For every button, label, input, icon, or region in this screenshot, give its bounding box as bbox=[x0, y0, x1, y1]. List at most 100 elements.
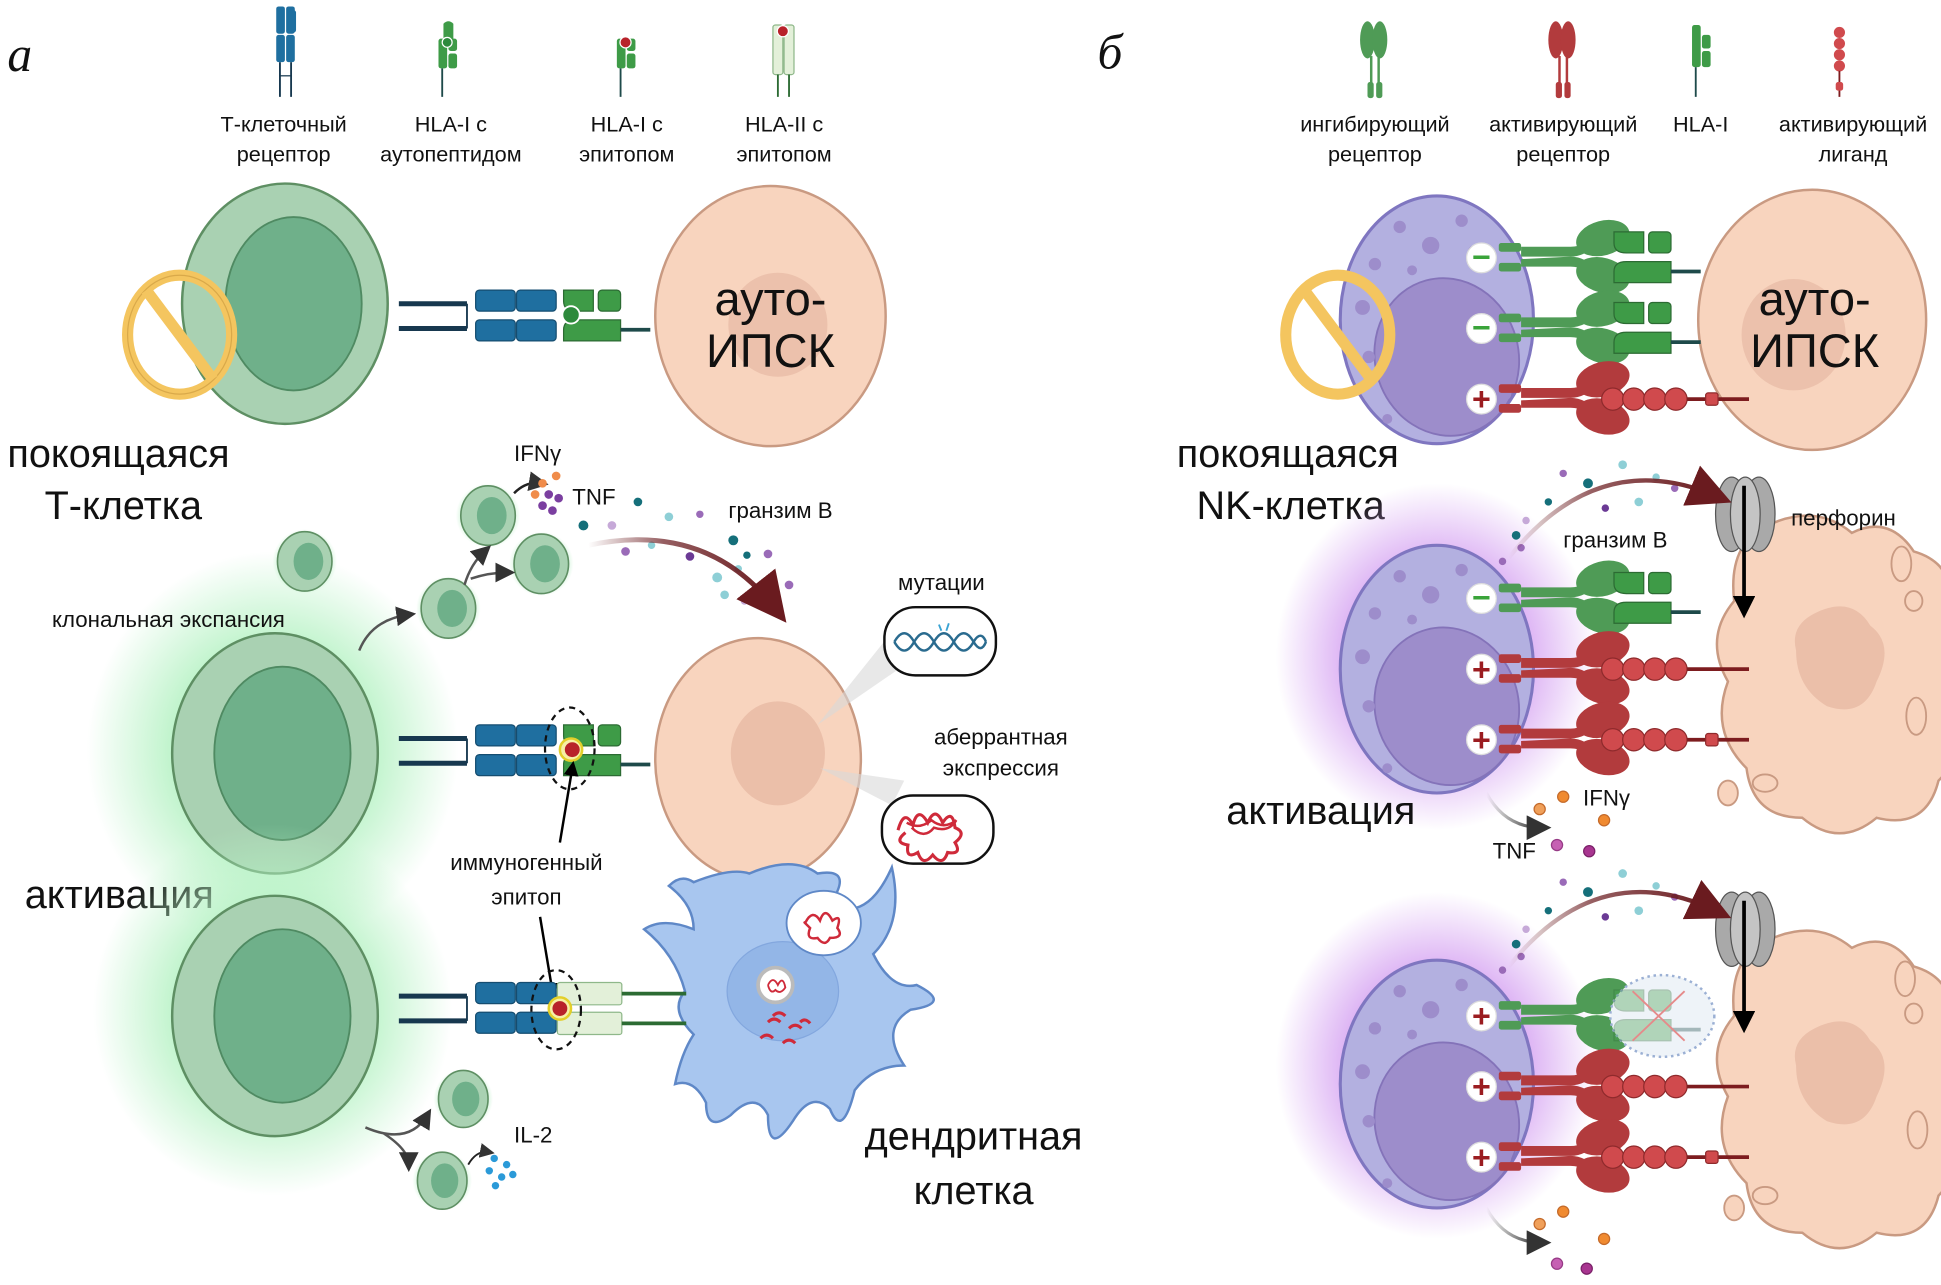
legend-hla-i: HLA-I bbox=[1673, 25, 1728, 137]
hla-i-epitope-icon bbox=[616, 36, 636, 97]
panel-a-letter: а bbox=[7, 27, 32, 82]
legend-hla-i-epitope: HLA-I с эпитопом bbox=[579, 36, 674, 166]
epitope-pointer-arrow bbox=[558, 760, 579, 843]
minus-icon: − bbox=[1472, 309, 1491, 345]
legend-activating-receptor: активирующий рецептор bbox=[1489, 21, 1637, 166]
legend-label: эпитопом bbox=[736, 141, 831, 166]
immunogenic-epitope-label: эпитоп bbox=[491, 884, 561, 909]
legend-label: HLA-I bbox=[1673, 112, 1728, 137]
plus-icon: + bbox=[1472, 651, 1491, 687]
perforin-pore-icon bbox=[1714, 476, 1776, 619]
legend-label: аутопептидом bbox=[380, 141, 521, 166]
receptor-pair-activating-4: + bbox=[1465, 1042, 1751, 1128]
activated-t-cell bbox=[170, 631, 380, 875]
tnf-label-nk: TNF bbox=[1493, 839, 1536, 864]
plus-icon: + bbox=[1472, 998, 1491, 1034]
cytokine-dots-nk bbox=[1533, 790, 1611, 858]
hla-i-autopeptide-icon bbox=[438, 21, 458, 97]
no-sign-icon bbox=[122, 269, 238, 400]
minus-icon: − bbox=[1472, 579, 1491, 615]
auto-ipsc-cell-nk: ауто- ИПСК bbox=[1696, 188, 1928, 452]
plus-icon: + bbox=[1472, 1069, 1491, 1105]
cytokine-arrow-nk bbox=[1485, 1207, 1552, 1256]
resting-nk-cell bbox=[1338, 194, 1539, 454]
auto-ipsc-label: ИПСК bbox=[706, 324, 836, 377]
dendritic-cell-label: клетка bbox=[914, 1169, 1035, 1213]
plus-icon: + bbox=[1472, 1139, 1491, 1175]
legend-label: активирующий bbox=[1489, 112, 1637, 137]
receptor-pair-activating-1: + bbox=[1465, 355, 1751, 441]
apoptotic-fragments bbox=[1717, 545, 1928, 807]
resting-t-cell-label: Т-клетка bbox=[45, 484, 203, 528]
granzyme-label: гранзим B bbox=[728, 498, 832, 523]
resting-t-cell bbox=[180, 182, 389, 426]
activating-receptor-icon bbox=[1548, 21, 1576, 99]
t-cell-with-dc bbox=[170, 894, 380, 1138]
immunogenic-epitope-label: иммуногенный bbox=[450, 850, 602, 875]
auto-ipsc-label: ауто- bbox=[714, 272, 826, 325]
tnf-label: TNF bbox=[572, 484, 615, 509]
receptor-pair-inhibitory-1: − bbox=[1465, 214, 1703, 300]
granzyme-dots-nk bbox=[1498, 869, 1679, 974]
activation-label-nk: активация bbox=[1226, 789, 1415, 833]
granzyme-arrow bbox=[587, 537, 787, 623]
clonal-expansion-label: клональная экспансия bbox=[52, 607, 285, 632]
receptor-pair-activating-2: + bbox=[1465, 625, 1751, 711]
granzyme-arrow-nk bbox=[1507, 879, 1732, 968]
cytokine-dots bbox=[530, 471, 563, 515]
legend-label: эпитопом bbox=[579, 141, 674, 166]
auto-ipsc-label: ауто- bbox=[1759, 272, 1871, 325]
dendritic-cell-label: дендритная bbox=[865, 1115, 1083, 1159]
legend-label: активирующий bbox=[1779, 112, 1927, 137]
legend-hla-i-autopeptide: HLA-I с аутопептидом bbox=[380, 21, 522, 166]
cytokine-arrow-nk bbox=[1485, 792, 1552, 841]
granzyme-label-nk: гранзим B bbox=[1563, 528, 1667, 553]
legend-label: рецептор bbox=[237, 141, 331, 166]
legend-label: ингибирующий bbox=[1300, 112, 1449, 137]
legend-label: лиганд bbox=[1819, 141, 1888, 166]
auto-ipsc-label: ИПСК bbox=[1750, 324, 1880, 377]
il2-label: IL-2 bbox=[514, 1122, 552, 1147]
receptor-pair-activating-5: + bbox=[1465, 1113, 1751, 1199]
dendritic-cell bbox=[642, 863, 935, 1140]
receptor-pair-inhibitory-2: − bbox=[1465, 284, 1703, 370]
tumor-cell bbox=[1715, 929, 1941, 1250]
legend-activating-ligand: активирующий лиганд bbox=[1779, 26, 1927, 166]
aberrant-expression-label: аберрантная bbox=[934, 725, 1068, 750]
legend-label: рецептор bbox=[1328, 141, 1422, 166]
minus-icon: − bbox=[1472, 239, 1491, 275]
small-t-cells bbox=[272, 483, 574, 641]
il2-cells bbox=[364, 1069, 517, 1211]
legend-hla-ii-epitope: HLA-II с эпитопом bbox=[736, 24, 832, 166]
tcr-hla-autopeptide-complex bbox=[399, 290, 653, 341]
dna-mutation-icon bbox=[883, 605, 998, 677]
legend-label: HLA-I с bbox=[415, 112, 487, 137]
aberrant-expression-label: экспрессия bbox=[943, 756, 1059, 781]
legend-label: HLA-I с bbox=[591, 112, 663, 137]
hla-i-icon bbox=[1692, 25, 1711, 97]
tcr-hla-epitope-complex bbox=[399, 706, 653, 791]
activating-ligand-icon bbox=[1833, 26, 1846, 97]
receptor-pair-activating-3: + bbox=[1465, 696, 1751, 781]
apoptotic-fragments bbox=[1723, 960, 1929, 1222]
tumor-cell bbox=[1715, 514, 1941, 835]
mutations-label: мутации bbox=[898, 570, 985, 595]
hla-ii-epitope-icon bbox=[772, 24, 795, 97]
legend-label: HLA-II с bbox=[745, 112, 823, 137]
legend-label: рецептор bbox=[1516, 141, 1610, 166]
inhibitory-receptor-icon bbox=[1360, 21, 1388, 99]
no-sign-icon bbox=[1280, 269, 1396, 400]
granzyme-arrow-nk bbox=[1507, 465, 1732, 560]
ifng-label-nk: IFNγ bbox=[1583, 785, 1631, 810]
epitope-pointer-arrow bbox=[538, 916, 559, 999]
legend-inhibitory-receptor: ингибирующий рецептор bbox=[1300, 21, 1450, 166]
legend-label: Т-клеточный bbox=[221, 112, 347, 137]
cytokine-dots-nk bbox=[1533, 1205, 1611, 1275]
plus-icon: + bbox=[1472, 381, 1491, 417]
auto-ipsc-cell: ауто- ИПСК bbox=[654, 184, 887, 448]
perforin-label: перфорин bbox=[1791, 505, 1896, 530]
target-ipsc-cell bbox=[654, 631, 917, 883]
resting-t-cell-label: покоящаяся bbox=[7, 432, 229, 476]
receptor-pair-inhibitory-3: − bbox=[1465, 554, 1703, 640]
